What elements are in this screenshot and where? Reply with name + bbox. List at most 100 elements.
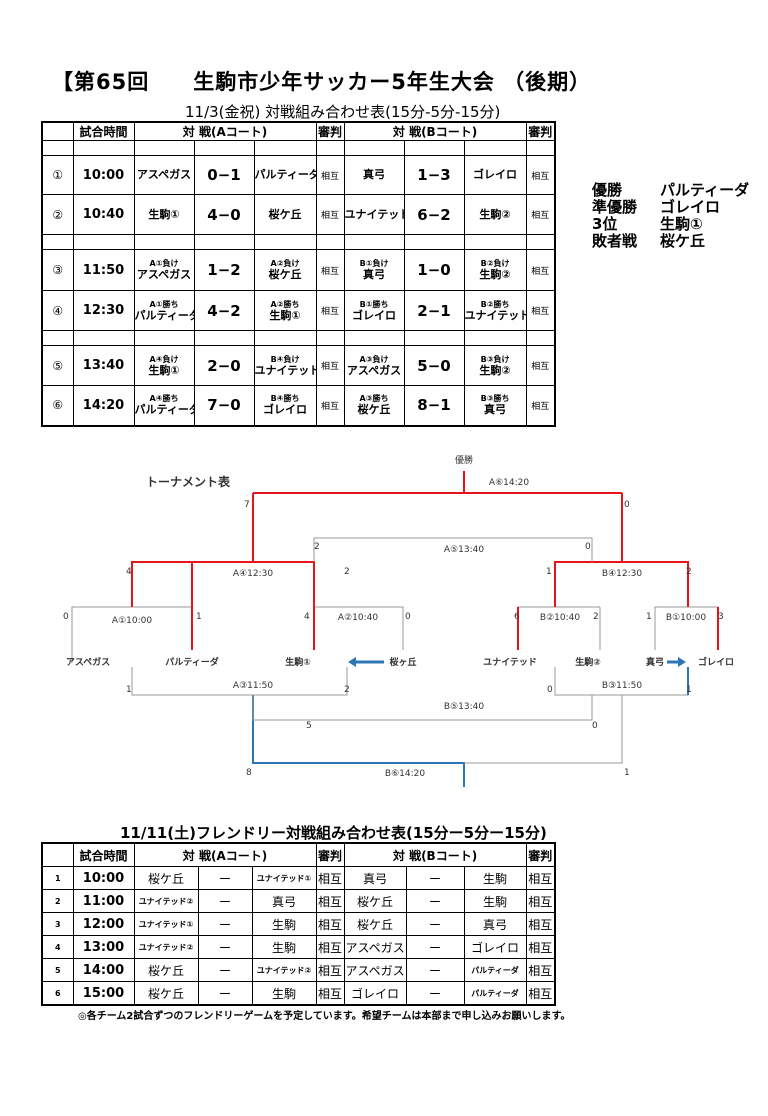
bracket-score: 6	[514, 612, 520, 622]
bracket-score: 1	[624, 768, 630, 778]
team-name: アスペガス	[136, 268, 192, 281]
team-cell: A③負けアスペガス	[343, 345, 405, 386]
referee: 相互	[525, 912, 556, 936]
score: 4−2	[193, 290, 255, 331]
empty-cell	[193, 234, 255, 250]
match-number: 3	[41, 912, 74, 936]
bracket-team: 真弓	[646, 656, 664, 668]
versus-dash: ー	[197, 935, 253, 959]
versus-dash: ー	[197, 981, 253, 1006]
bracket-match-label: A③11:50	[233, 681, 273, 691]
empty-cell	[525, 234, 556, 250]
team-name: 桜ケ丘	[133, 981, 199, 1006]
team-name: ゴレイロ	[263, 403, 308, 417]
team-cell: B③勝ち真弓	[463, 385, 527, 426]
bracket-line	[131, 667, 348, 696]
advance-condition: A①勝ち	[149, 299, 179, 309]
result-team: 桜ケ丘	[660, 232, 706, 250]
court-b-header: 対 戦(Bコート)	[343, 842, 527, 867]
team-name: 生駒	[251, 981, 317, 1006]
spacer-row	[41, 330, 556, 346]
team-cell: B②勝ちユナイテッド	[463, 290, 527, 331]
empty-cell	[41, 234, 74, 250]
bracket-score: 4	[126, 567, 132, 577]
match-number: ①	[41, 155, 74, 195]
empty-cell	[253, 140, 317, 156]
versus-dash: ー	[405, 935, 465, 959]
bracket-score: 1	[646, 612, 652, 622]
bracket-score: 1	[196, 612, 202, 622]
bracket-score: 4	[304, 612, 310, 622]
bracket-match-label: B④12:30	[602, 569, 642, 579]
referee: 相互	[315, 194, 345, 235]
advance-condition: B①勝ち	[359, 299, 389, 309]
team-cell: 生駒①	[133, 194, 195, 235]
team-name: 桜ケ丘	[133, 958, 199, 982]
score: 1−3	[403, 155, 465, 195]
referee: 相互	[525, 981, 556, 1006]
score: 7−0	[193, 385, 255, 426]
empty-cell	[463, 140, 527, 156]
advance-condition: A①負け	[149, 259, 179, 268]
score: 4−0	[193, 194, 255, 235]
team-cell: 生駒②	[463, 194, 527, 235]
empty-cell	[72, 140, 135, 156]
match-number: ⑤	[41, 345, 74, 386]
team-cell: ゴレイロ	[463, 155, 527, 195]
bracket-match-label: B⑤13:40	[444, 702, 484, 712]
bracket-score: 8	[246, 768, 252, 778]
bracket-match-label: B①10:00	[666, 613, 706, 623]
empty-cell	[133, 234, 195, 250]
table-header: 試合時間対 戦(Aコート)審判対 戦(Bコート)審判	[41, 121, 556, 141]
versus-dash: ー	[405, 912, 465, 936]
empty-cell	[72, 330, 135, 346]
bracket-score: 2	[344, 685, 350, 695]
match-number: 5	[41, 958, 74, 982]
versus-dash: ー	[405, 889, 465, 913]
empty-cell	[463, 234, 527, 250]
score: 8−1	[403, 385, 465, 426]
versus-dash: ー	[405, 866, 465, 890]
referee: 相互	[525, 385, 556, 426]
empty-cell	[315, 234, 345, 250]
bracket-winner-line	[131, 561, 192, 607]
team-cell: ユナイテッド	[343, 194, 405, 235]
court-a-header: 対 戦(Aコート)	[133, 121, 317, 141]
referee: 相互	[315, 866, 345, 890]
score: 1−0	[403, 249, 465, 291]
result-team: ゴレイロ	[660, 198, 721, 216]
team-name: 生駒	[251, 912, 317, 936]
empty-cell	[343, 140, 405, 156]
champion-label: 優勝	[455, 454, 473, 466]
bracket-score: 2	[344, 567, 350, 577]
empty-cell	[253, 330, 317, 346]
team-name: ゴレイロ	[463, 935, 527, 959]
team-cell: 桜ケ丘	[253, 194, 317, 235]
result-team: パルティーダ	[660, 181, 750, 199]
bracket-line	[464, 695, 623, 764]
result-row: 敗者戦桜ケ丘	[592, 233, 749, 250]
bracket-line	[313, 537, 593, 562]
referee-header: 審判	[525, 121, 556, 141]
team-cell: B①勝ちゴレイロ	[343, 290, 405, 331]
result-row: 準優勝ゴレイロ	[592, 199, 749, 216]
bracket-score: 0	[547, 685, 553, 695]
versus-dash: ー	[405, 981, 465, 1006]
bracket-match-label: A②10:40	[338, 613, 378, 623]
team-name: ゴレイロ	[352, 308, 397, 322]
bracket-score: 5	[306, 721, 312, 731]
bracket-match-label: A⑤13:40	[444, 545, 484, 555]
team-cell: A②負け桜ケ丘	[253, 249, 317, 291]
team-name: ユナイテッド	[344, 207, 405, 221]
match-number: ③	[41, 249, 74, 291]
team-name: パルティーダ	[463, 981, 527, 1006]
referee: 相互	[315, 981, 345, 1006]
advance-condition: A④勝ち	[149, 394, 179, 404]
advance-condition: A③負け	[359, 354, 389, 364]
team-name: 真弓	[363, 168, 386, 181]
